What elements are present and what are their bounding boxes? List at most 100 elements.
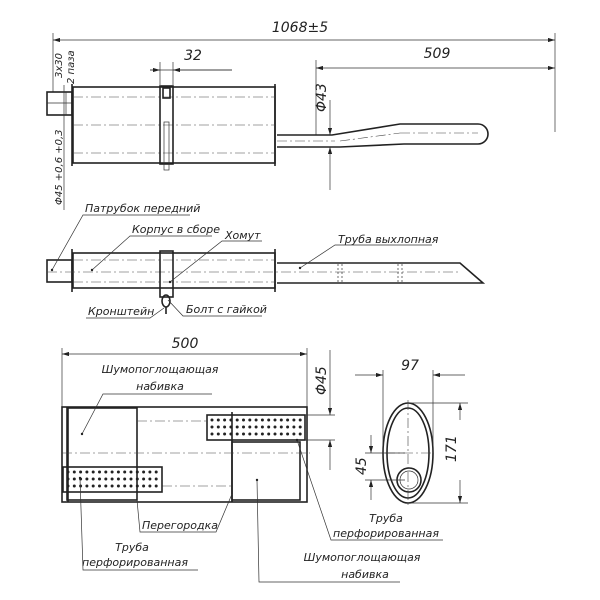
perforation-hole bbox=[273, 425, 277, 429]
perforation-hole bbox=[254, 432, 258, 436]
perforation-hole bbox=[79, 470, 83, 474]
exhaust-pipe-label: Труба выхлопная bbox=[338, 233, 439, 246]
perforation-hole bbox=[148, 477, 152, 481]
perforation-hole bbox=[72, 477, 76, 481]
perforation-hole bbox=[154, 477, 158, 481]
perforation-hole bbox=[267, 418, 271, 422]
bolt-label: Болт с гайкой bbox=[186, 303, 267, 316]
perforation-hole bbox=[210, 432, 214, 436]
packing-bottom-label-2: набивка bbox=[341, 568, 389, 581]
front-pipe bbox=[46, 259, 73, 283]
bracket-label: Кронштейн bbox=[88, 305, 154, 318]
perforation-hole bbox=[85, 470, 89, 474]
perforation-hole bbox=[229, 425, 233, 429]
perforation-hole bbox=[223, 425, 227, 429]
section-view: 500 Φ45 Шумопоглощающая набивка Перегоро… bbox=[61, 336, 443, 583]
packing-top-label-1: Шумопоглощающая bbox=[102, 363, 219, 376]
perforation-hole bbox=[229, 418, 233, 422]
perforation-hole bbox=[298, 425, 302, 429]
end-offset-label: 45 bbox=[354, 457, 370, 475]
perforation-hole bbox=[91, 477, 95, 481]
perforation-hole bbox=[223, 418, 227, 422]
sound-absorbing-packing-left bbox=[66, 407, 138, 501]
clamp-label: Хомут bbox=[224, 229, 261, 242]
perforation-hole bbox=[154, 484, 158, 488]
perforation-hole bbox=[267, 432, 271, 436]
perforation-hole bbox=[98, 477, 101, 481]
perforation-hole bbox=[242, 432, 245, 436]
perforation-hole bbox=[135, 477, 139, 481]
perforation-hole bbox=[248, 425, 252, 429]
perforation-hole bbox=[216, 432, 220, 436]
perforation-hole bbox=[98, 470, 101, 474]
perforation-hole bbox=[248, 432, 252, 436]
perforation-hole bbox=[242, 418, 245, 422]
perf-left-label-2: перфорированная bbox=[82, 556, 188, 569]
perforation-hole bbox=[110, 484, 114, 488]
packing-top-label-2: набивка bbox=[136, 380, 184, 393]
top-view: 1068±5 32 509 3x30 2 паза Φ45 +0,6 +0,3 … bbox=[46, 20, 556, 210]
perforation-hole bbox=[91, 484, 95, 488]
perforation-hole bbox=[260, 418, 264, 422]
front-pipe-label: Патрубок передний bbox=[85, 202, 200, 215]
perforation-hole bbox=[298, 418, 302, 422]
perforation-hole bbox=[104, 484, 108, 488]
end-width-label: 97 bbox=[401, 358, 419, 374]
pipe-diameter-label: Φ45 bbox=[314, 366, 330, 395]
perforation-hole bbox=[154, 470, 158, 474]
clamp bbox=[159, 85, 174, 165]
perforation-hole bbox=[292, 418, 296, 422]
body-length-label: 500 bbox=[172, 336, 199, 352]
perforation-hole bbox=[216, 418, 220, 422]
tail-pipe bbox=[277, 123, 489, 148]
perforation-hole bbox=[260, 432, 264, 436]
slots-count-label: 2 паза bbox=[66, 50, 77, 84]
perforation-hole bbox=[142, 484, 146, 488]
perforated-pipe-bottom bbox=[62, 466, 163, 493]
perforation-hole bbox=[142, 470, 146, 474]
tail-diameter-label: Φ43 bbox=[314, 83, 330, 112]
perforation-hole bbox=[235, 432, 239, 436]
perforation-hole bbox=[123, 484, 127, 488]
perforation-hole bbox=[142, 477, 146, 481]
perforation-hole bbox=[148, 470, 152, 474]
perforation-hole bbox=[148, 484, 152, 488]
perforation-hole bbox=[216, 425, 220, 429]
perf-right-label-1: Труба bbox=[369, 512, 403, 525]
perforation-hole bbox=[66, 484, 70, 488]
perforation-hole bbox=[235, 425, 239, 429]
perforation-hole bbox=[254, 425, 258, 429]
perforation-holes bbox=[66, 418, 302, 488]
perforation-hole bbox=[85, 484, 89, 488]
assembly-view: Патрубок передний Корпус в сборе Хомут Т… bbox=[46, 202, 486, 319]
perforation-hole bbox=[235, 418, 239, 422]
sound-absorbing-packing-right bbox=[231, 441, 301, 501]
perforation-hole bbox=[210, 425, 214, 429]
perforation-hole bbox=[135, 470, 139, 474]
perforation-hole bbox=[98, 484, 101, 488]
clamp-bolt bbox=[162, 87, 171, 99]
perforation-hole bbox=[279, 418, 283, 422]
perforation-hole bbox=[116, 470, 120, 474]
perforation-hole bbox=[223, 432, 227, 436]
perforation-hole bbox=[273, 418, 277, 422]
perforation-hole bbox=[286, 418, 290, 422]
section-body bbox=[61, 406, 308, 503]
perforation-hole bbox=[91, 470, 95, 474]
end-view: 97 171 45 bbox=[354, 358, 468, 505]
perf-right-label-2: перфорированная bbox=[333, 527, 439, 540]
perforation-hole bbox=[210, 418, 214, 422]
perforation-hole bbox=[242, 425, 245, 429]
inlet-diameter-label: Φ45 +0,6 +0,3 bbox=[54, 129, 65, 205]
perforation-hole bbox=[279, 425, 283, 429]
perforation-hole bbox=[260, 425, 264, 429]
perforation-hole bbox=[267, 425, 271, 429]
perforation-hole bbox=[72, 484, 76, 488]
perforation-hole bbox=[292, 425, 296, 429]
perforation-hole bbox=[72, 470, 76, 474]
perforation-hole bbox=[254, 418, 258, 422]
perforation-hole bbox=[292, 432, 296, 436]
perforation-hole bbox=[279, 432, 283, 436]
perforation-hole bbox=[229, 432, 233, 436]
